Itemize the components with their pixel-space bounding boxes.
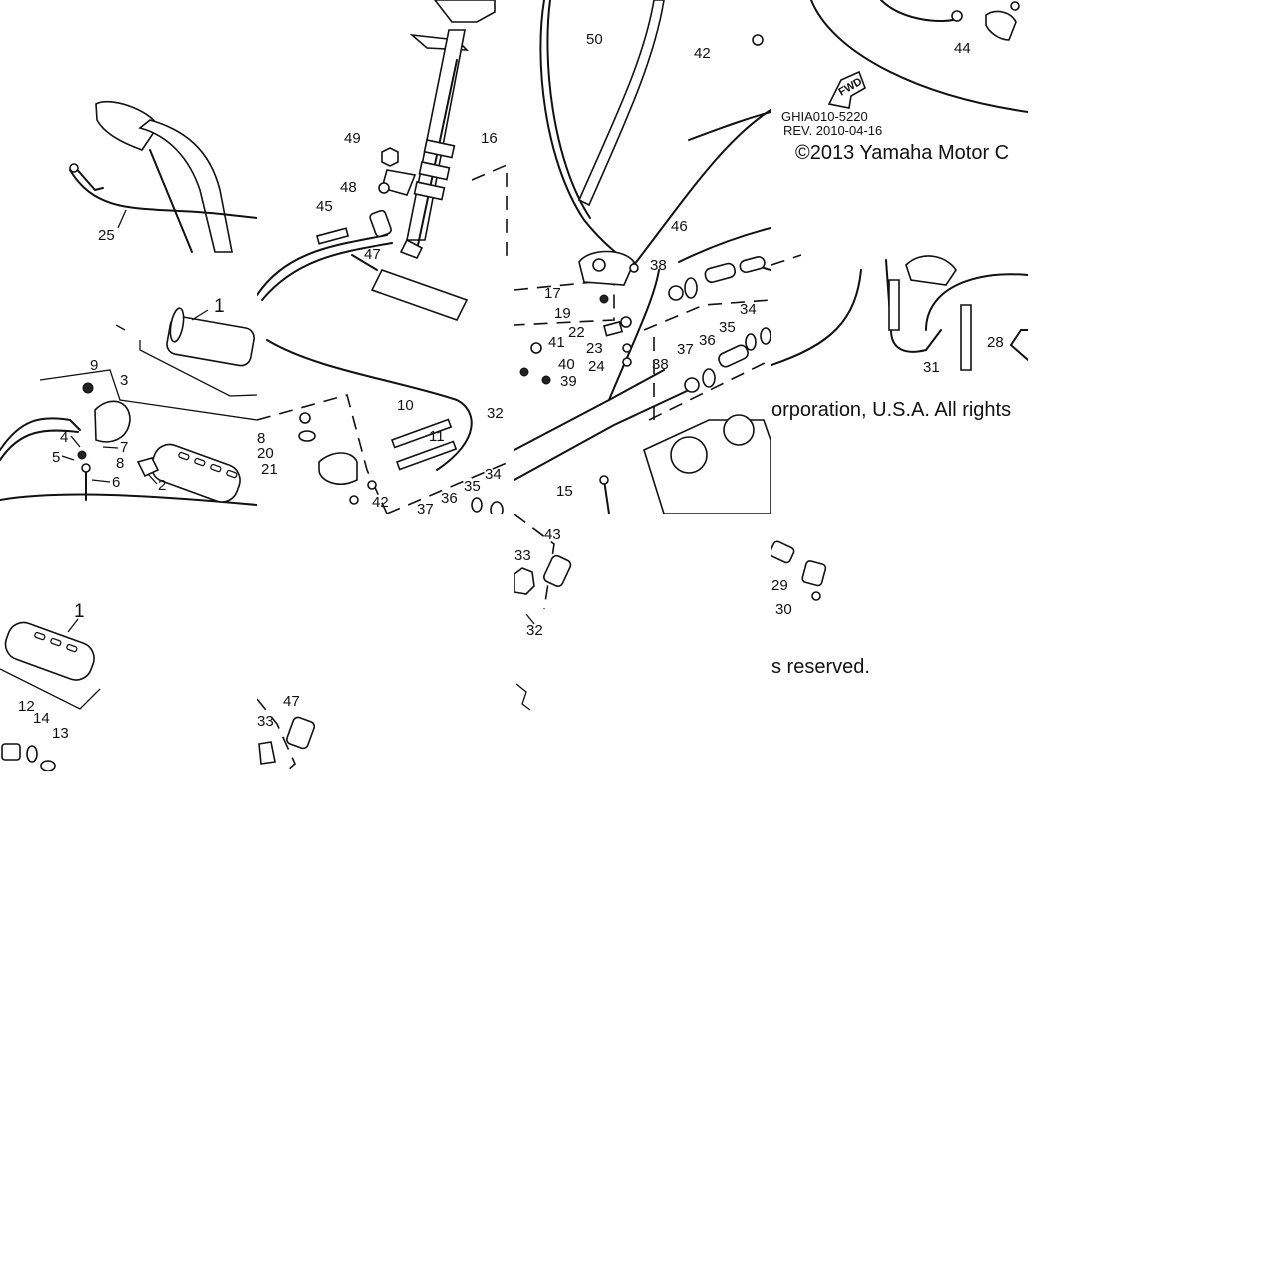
callout-33b: 33 — [514, 547, 531, 564]
callout-14: 14 — [33, 710, 50, 727]
copyright-line-2: orporation, U.S.A. All rights — [771, 399, 1012, 421]
fitting-drawing: 47 33 — [257, 693, 316, 771]
callout-4: 4 — [60, 429, 68, 446]
callout-10: 10 — [397, 397, 414, 414]
callout-43: 43 — [544, 526, 561, 543]
callout-49: 49 — [344, 130, 361, 147]
diagram-tile-lower-grip: 1 12 14 13 — [0, 514, 257, 771]
callout-48: 48 — [340, 179, 357, 196]
diagram-tile-left-grip: 25 1 9 3 4 5 7 8 6 2 — [0, 0, 257, 514]
diagram-tile-steering-column: 49 48 45 47 16 8 20 21 10 11 42 32 35 34… — [257, 0, 514, 514]
callout-15: 15 — [556, 483, 573, 500]
callout-31: 31 — [923, 359, 940, 376]
callout-21: 21 — [261, 461, 278, 478]
left-grip-drawing: 25 1 9 3 4 5 7 8 6 2 — [0, 100, 257, 506]
diagram-tile-fitting: 47 33 — [257, 514, 514, 771]
diagram-tile-nut-fitting: 43 33 32 — [514, 514, 771, 771]
grip-ridges — [178, 451, 238, 479]
column-shape — [257, 0, 514, 514]
callout-39: 39 — [560, 373, 577, 390]
upper-grip-shape — [69, 100, 257, 253]
callout-38: 38 — [650, 257, 667, 274]
callout-13: 13 — [52, 725, 69, 742]
callout-30: 30 — [775, 601, 792, 618]
leader-lines — [61, 209, 209, 485]
callout-1b: 1 — [74, 601, 85, 622]
copyright-line-3: s reserved. — [771, 656, 870, 678]
drawing-revision: REV. 2010-04-16 — [783, 123, 882, 138]
steering-column-drawing: 49 48 45 47 16 8 20 21 10 11 42 32 35 34… — [257, 0, 514, 514]
callout-46: 46 — [671, 218, 688, 235]
right-upper-drawing: FWD GHIA010-5220 REV. 2010-04- — [771, 0, 1028, 376]
callout-40: 40 — [558, 356, 575, 373]
callout-5: 5 — [52, 449, 60, 466]
callout-8: 8 — [116, 455, 124, 472]
fittings — [519, 34, 771, 393]
callout-12: 12 — [18, 698, 35, 715]
callout-3: 3 — [120, 372, 128, 389]
callout-41: 41 — [548, 334, 565, 351]
nut-fitting-drawing: 43 33 32 — [514, 514, 572, 711]
callout-32b: 32 — [526, 622, 543, 639]
lower-grip-drawing: 1 12 14 13 — [0, 601, 101, 771]
callout-45: 45 — [316, 198, 333, 215]
callout-numbers: 50 42 46 38 27 17 19 22 41 40 39 23 24 3… — [544, 31, 757, 500]
callout-2: 2 — [158, 477, 166, 494]
callout-37b: 37 — [677, 341, 694, 358]
callout-17: 17 — [544, 285, 561, 302]
callout-24: 24 — [588, 358, 605, 375]
callout-37: 37 — [417, 501, 434, 514]
callout-28: 28 — [987, 334, 1004, 351]
grip-tube-shape — [0, 307, 257, 506]
callout-16: 16 — [481, 130, 498, 147]
callout-47: 47 — [364, 246, 381, 263]
cable-lines — [514, 0, 771, 514]
callout-35b: 35 — [719, 319, 736, 336]
routing-lines — [771, 0, 1028, 371]
callout-35: 35 — [464, 478, 481, 495]
diagram-tile-right-upper: FWD GHIA010-5220 REV. 2010-04- — [771, 0, 1028, 514]
title-text: GHIA010-5220 REV. 2010-04-16 44 31 28 — [781, 40, 1004, 376]
callout-33: 33 — [257, 713, 274, 730]
callout-34: 34 — [485, 466, 502, 483]
callout-36: 36 — [441, 490, 458, 507]
callout-29: 29 — [771, 577, 788, 594]
drawing-code: GHIA010-5220 — [781, 109, 868, 124]
fwd-arrow: FWD — [827, 70, 866, 109]
callout-numbers: 25 1 9 3 4 5 7 8 6 2 — [52, 227, 225, 494]
callout-44: 44 — [954, 40, 971, 57]
callout-9: 9 — [90, 357, 98, 374]
callout-50: 50 — [586, 31, 603, 48]
switch-drawing: 29 30 — [771, 540, 827, 618]
callout-25: 25 — [98, 227, 115, 244]
callout-19: 19 — [554, 305, 571, 322]
diagram-tile-switch: 29 30 — [771, 514, 1028, 771]
callout-36b: 36 — [699, 332, 716, 349]
callout-42b: 42 — [694, 45, 711, 62]
callout-23: 23 — [586, 340, 603, 357]
callout-38b: 38 — [652, 356, 669, 373]
callout-6: 6 — [112, 474, 120, 491]
cable-routing-drawing: 50 42 46 38 27 17 19 22 41 40 39 23 24 3… — [514, 0, 771, 514]
callout-8b: 8 — [257, 430, 265, 447]
callout-22: 22 — [568, 324, 585, 341]
callout-7: 7 — [120, 439, 128, 456]
callout-20: 20 — [257, 445, 274, 462]
callout-34b: 34 — [740, 301, 757, 318]
copyright-line-1: ©2013 Yamaha Motor C — [795, 142, 1010, 164]
callout-32: 32 — [487, 405, 504, 422]
callout-11: 11 — [429, 428, 445, 445]
callout-47b: 47 — [283, 693, 300, 710]
diagram-tile-cable-routing: 50 42 46 38 27 17 19 22 41 40 39 23 24 3… — [514, 0, 771, 514]
callout-1: 1 — [214, 296, 225, 317]
callout-42: 42 — [372, 494, 389, 511]
callout-numbers: 49 48 45 47 16 8 20 21 10 11 42 32 35 34… — [257, 130, 504, 514]
fittings — [298, 147, 504, 514]
